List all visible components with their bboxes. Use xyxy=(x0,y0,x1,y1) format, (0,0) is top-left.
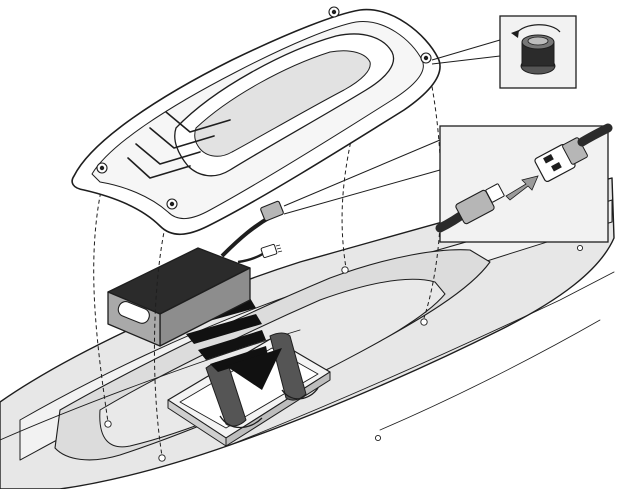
balance-plug-pins xyxy=(275,244,283,253)
battery-icon xyxy=(107,200,284,347)
hull-screw-holes xyxy=(104,244,584,462)
callout-lines xyxy=(283,39,501,215)
battery-lead-balance xyxy=(237,250,267,264)
strap-loop-left xyxy=(219,415,263,429)
cover-dome-window xyxy=(194,50,371,157)
hull-side-line-1 xyxy=(0,329,301,441)
hull-side-line-2 xyxy=(229,271,615,446)
alignment-guide-lines xyxy=(93,65,442,457)
battery-end-slot xyxy=(117,301,150,324)
cover-chevrons xyxy=(127,111,231,179)
battery-plug xyxy=(260,200,284,222)
hull-side-line-3 xyxy=(379,319,601,431)
cover-knob-centers xyxy=(99,9,429,207)
arrow-head xyxy=(226,348,282,390)
hatch-cover-icon xyxy=(71,6,441,236)
plug-connector-icon xyxy=(435,123,613,243)
rotate-knob-icon xyxy=(499,15,577,89)
connect-arrow xyxy=(505,175,539,201)
balance-plug xyxy=(260,243,278,259)
strap-loop-right xyxy=(281,387,319,400)
